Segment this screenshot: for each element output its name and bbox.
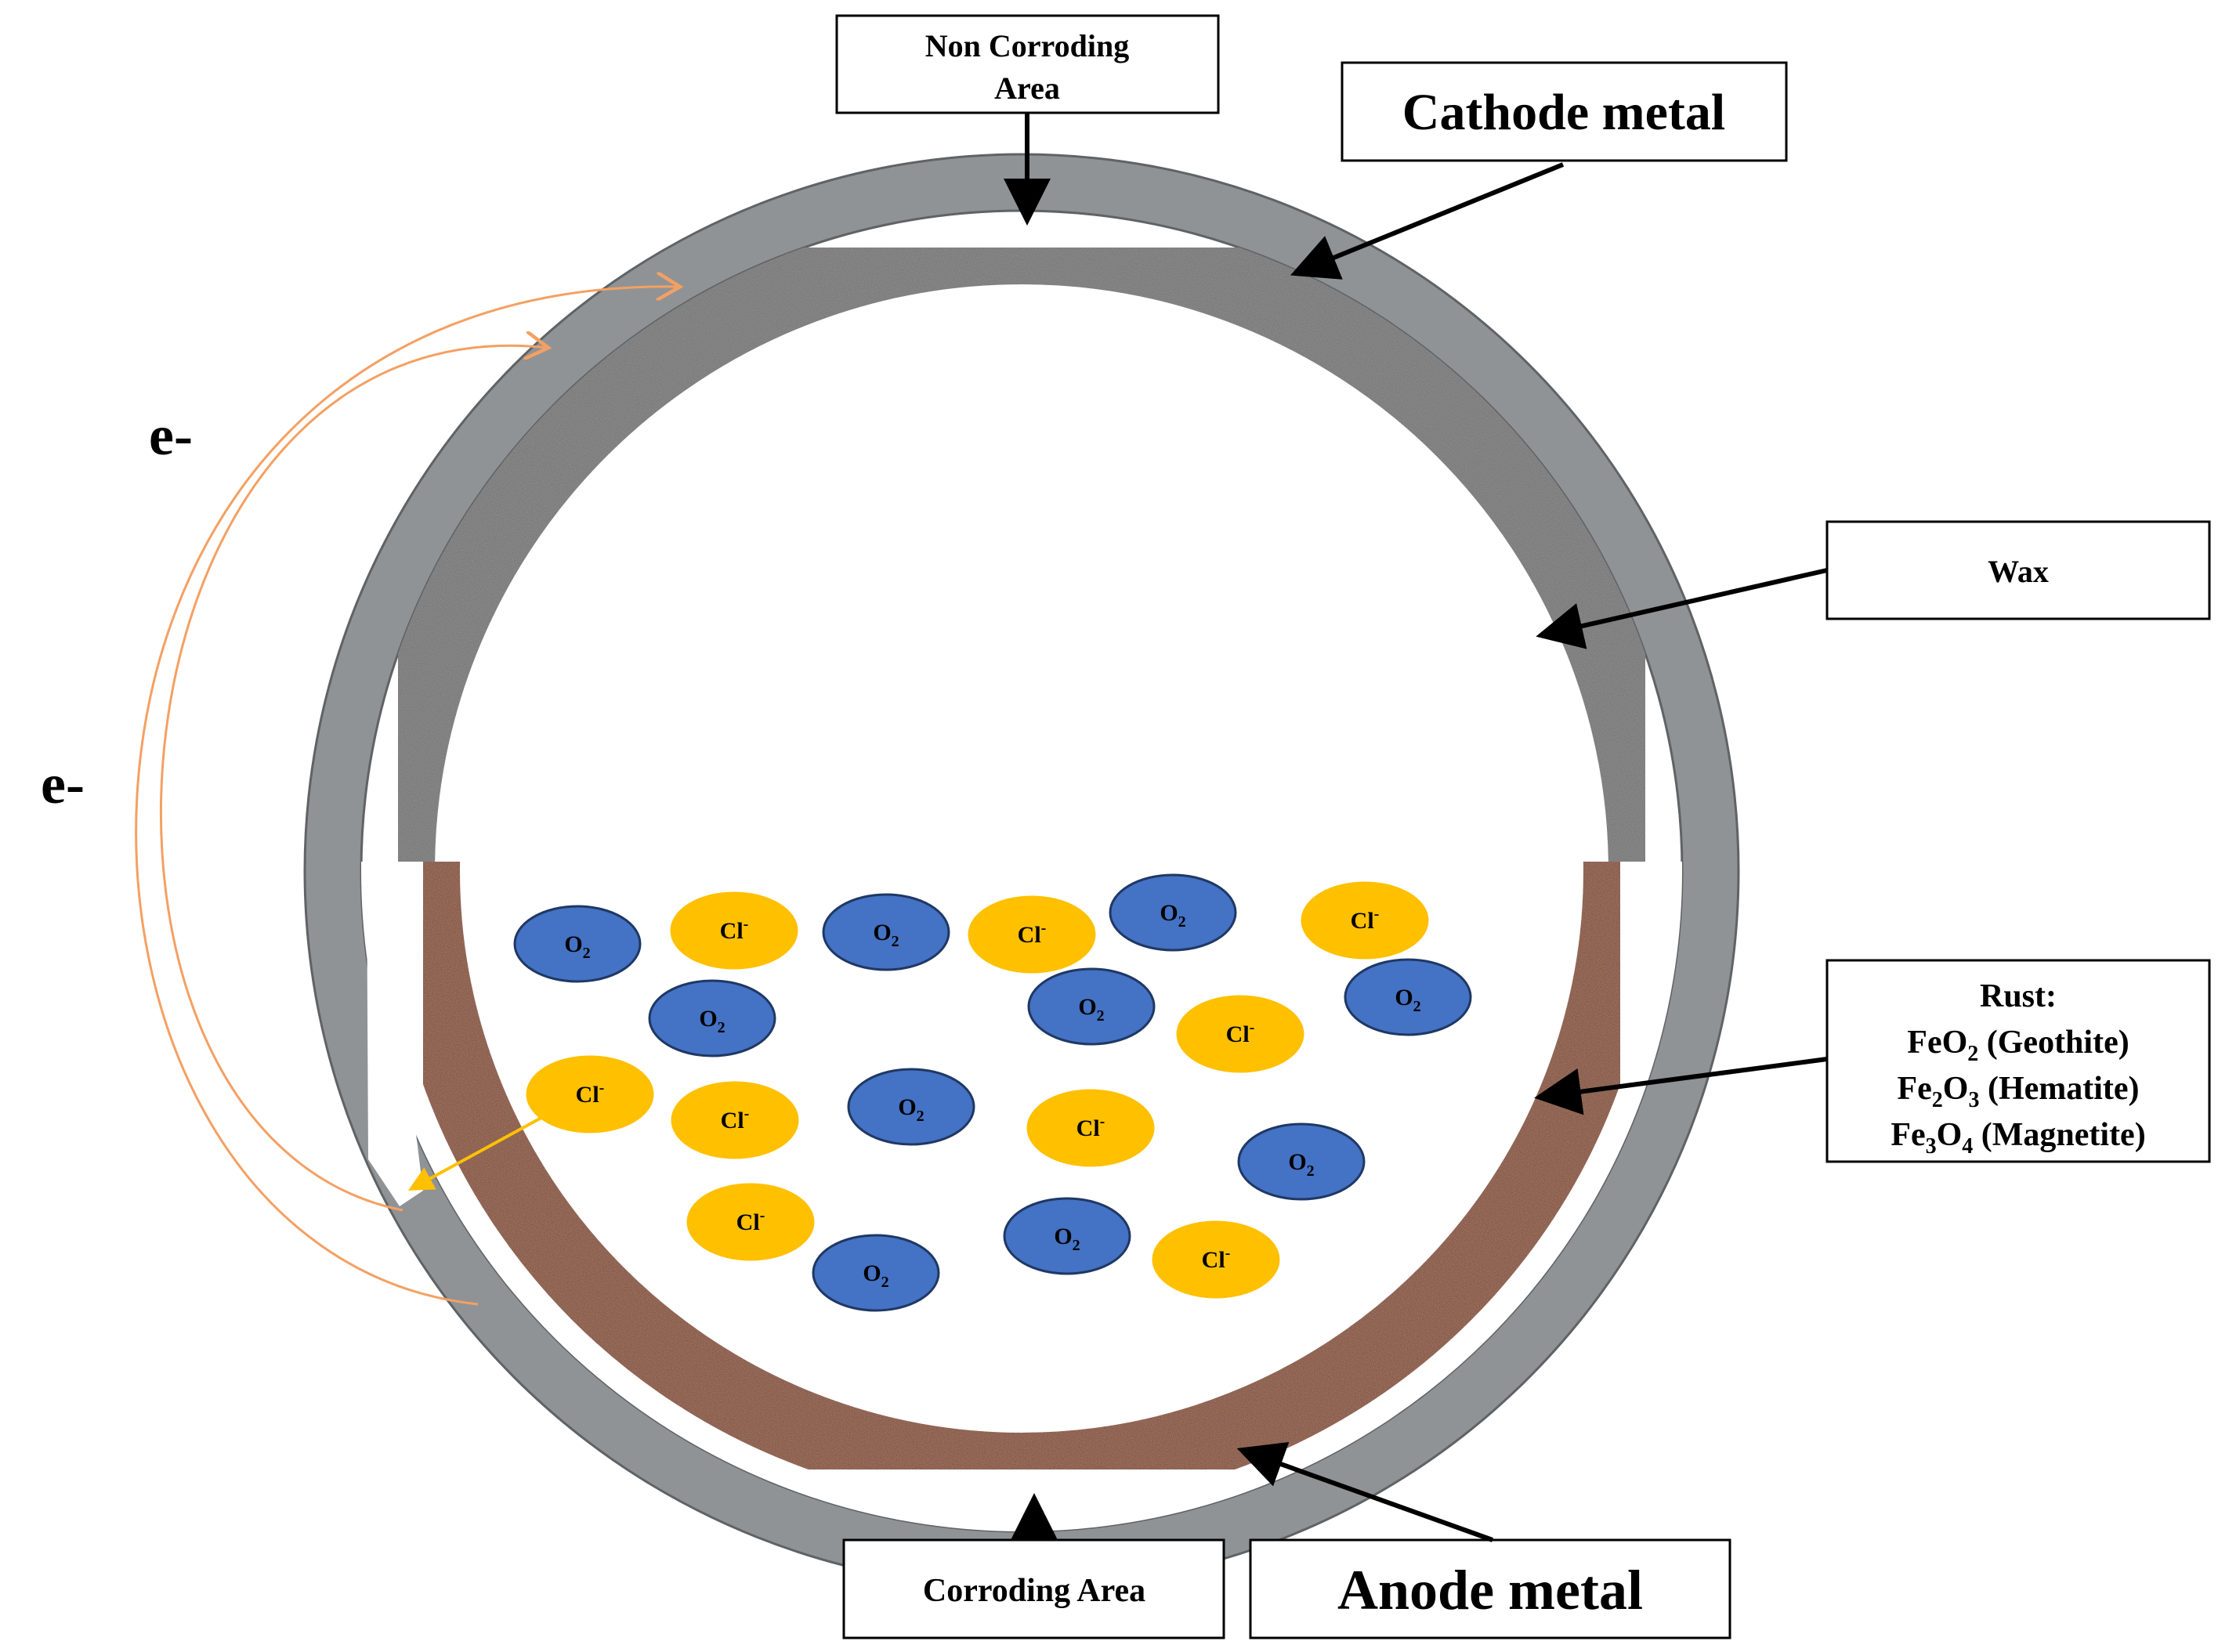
oxygen-ion-shape [1344, 958, 1472, 1036]
label-rust: Rust: FeO2 (Geothite) Fe2O3 (Hematite) F… [1534, 959, 2211, 1163]
chloride-ion: Cl- [1301, 881, 1429, 960]
chloride-ion-label: Cl- [1202, 1245, 1231, 1273]
chloride-ion-label: Cl- [721, 1105, 750, 1133]
oxygen-ion-label: O2 [1288, 1149, 1314, 1180]
oxygen-ion-label: O2 [1078, 994, 1104, 1025]
cathode-arrow [1290, 162, 1565, 280]
oxygen-ion: O2 [847, 1068, 975, 1146]
oxygen-ion-label: O2 [898, 1094, 924, 1125]
chloride-ion-shape [526, 1055, 654, 1133]
oxygen-ion: O2 [1027, 967, 1156, 1046]
oxygen-ion: O2 [1237, 1122, 1366, 1201]
chloride-ion: Cl- [671, 1081, 799, 1159]
oxygen-ion: O2 [1344, 958, 1472, 1036]
oxygen-ion-label: O2 [1395, 985, 1420, 1015]
oxygen-ion-shape [822, 893, 950, 971]
chloride-ion-shape [1152, 1220, 1280, 1299]
chloride-ion: Cl- [968, 895, 1096, 974]
oxygen-ion-shape [648, 979, 776, 1057]
oxygen-ion: O2 [648, 979, 776, 1057]
chloride-ion: Cl- [670, 891, 798, 970]
label-non-corroding: Non Corroding Area [835, 14, 1220, 226]
oxygen-ion: O2 [513, 905, 642, 983]
non-corroding-label-line1: Non Corroding [925, 28, 1129, 63]
rust-goethite: FeO2 (Geothite) [1907, 1025, 2129, 1066]
oxygen-ion-shape [513, 905, 642, 983]
chloride-ion-label: Cl- [720, 916, 749, 944]
chloride-ion-label: Cl- [1018, 920, 1047, 948]
rust-magnetite: Fe3O4 (Magnetite) [1891, 1117, 2145, 1159]
oxygen-ion: O2 [822, 893, 950, 971]
non-corroding-box [835, 14, 1220, 114]
chloride-ion: Cl- [686, 1183, 815, 1261]
electron-label-1: e- [149, 404, 193, 467]
electron-path-inner [160, 345, 548, 1212]
metal-pipe [303, 153, 1740, 1589]
oxygen-ion-label: O2 [699, 1006, 725, 1036]
chloride-ion-label: Cl- [1226, 1019, 1255, 1047]
chloride-ion-shape [1176, 995, 1304, 1073]
label-anode: Anode metal [1236, 1441, 1731, 1639]
oxygen-ion-label: O2 [564, 931, 590, 962]
oxygen-ion: O2 [1003, 1197, 1131, 1275]
rust-arrow [1534, 1057, 1828, 1115]
chloride-ion-label: Cl- [576, 1079, 605, 1108]
chloride-ion-label: Cl- [736, 1207, 765, 1235]
chloride-ion-label: Cl- [1076, 1113, 1105, 1141]
rust-box [1825, 959, 2211, 1163]
chloride-ion: Cl- [526, 1055, 654, 1133]
oxygen-ion-shape [1109, 873, 1237, 952]
oxygen-ion-shape [847, 1068, 975, 1146]
chloride-ion-shape [670, 891, 798, 970]
oxygen-ion-label: O2 [863, 1260, 888, 1291]
chloride-ion-shape [968, 895, 1096, 974]
corroding-label: Corroding Area [923, 1573, 1145, 1609]
chloride-attack-arrow [407, 1112, 549, 1191]
cathode-label: Cathode metal [1402, 84, 1725, 141]
wax-label: Wax [1988, 554, 2049, 589]
chloride-ion-shape [671, 1081, 799, 1159]
rust-title: Rust: [1980, 978, 2057, 1014]
corrosion-pit [367, 862, 423, 1206]
electron-path-outer [135, 287, 680, 1306]
wax-layer [361, 211, 1682, 862]
oxygen-ion-label: O2 [873, 920, 899, 950]
electron-paths [135, 287, 680, 1306]
anode-arrow [1236, 1441, 1494, 1542]
electron-label-2: e- [41, 753, 85, 815]
cathode-box [1341, 61, 1788, 162]
oxygen-ion-shape [1027, 967, 1156, 1046]
chloride-ion-label: Cl- [1351, 906, 1380, 934]
oxygen-ion: O2 [1109, 873, 1237, 952]
oxygen-ion-label: O2 [1054, 1224, 1080, 1254]
chloride-ion: Cl- [1152, 1220, 1280, 1299]
chloride-ion-shape [1026, 1089, 1155, 1167]
oxygen-ion: O2 [812, 1234, 940, 1312]
corroding-box [842, 1538, 1225, 1639]
chloride-ion: Cl- [1026, 1089, 1155, 1167]
chloride-ion-shape [686, 1183, 815, 1261]
chloride-ion-shape [1301, 881, 1429, 960]
rust-hematite: Fe2O3 (Hematite) [1897, 1071, 2139, 1112]
rust-layer [386, 862, 1657, 1506]
label-cathode: Cathode metal [1290, 61, 1788, 280]
oxygen-ion-shape [1237, 1122, 1366, 1201]
oxygen-ion-label: O2 [1160, 900, 1185, 931]
oxygen-ion-shape [1003, 1197, 1131, 1275]
label-corroding: Corroding Area [842, 1493, 1225, 1639]
anode-box [1249, 1538, 1731, 1639]
ions: O2O2O2O2O2O2O2O2O2O2Cl-Cl-Cl-Cl-Cl-Cl-Cl… [513, 873, 1472, 1312]
label-wax: Wax [1536, 520, 2211, 649]
oxygen-ion-shape [812, 1234, 940, 1312]
chloride-ion: Cl- [1176, 995, 1304, 1073]
anode-label: Anode metal [1337, 1559, 1643, 1621]
wax-arrow [1536, 568, 1828, 649]
non-corroding-label-line2: Area [994, 70, 1060, 106]
